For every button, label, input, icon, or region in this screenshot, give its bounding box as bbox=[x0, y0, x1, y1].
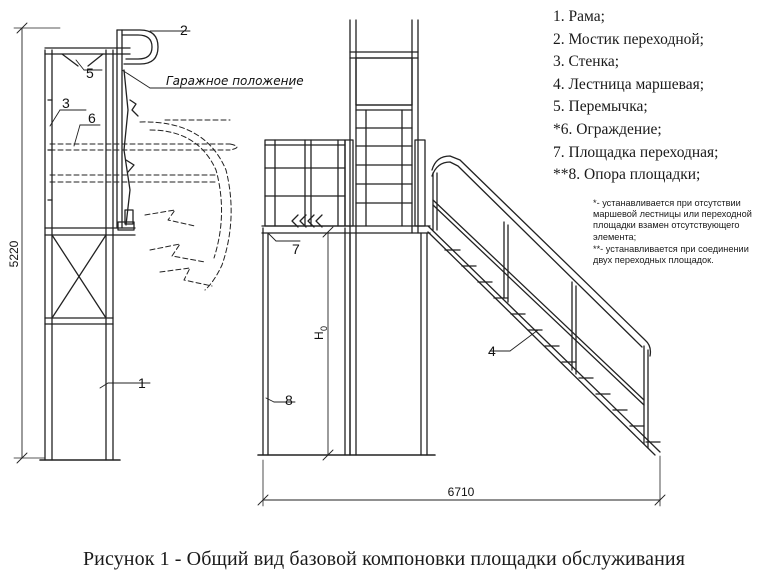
label-4: 4 bbox=[488, 343, 496, 359]
h0-dimension-label: H 0 bbox=[312, 326, 329, 340]
legend-item-stairs: 4. Лестница маршевая; bbox=[553, 75, 705, 93]
legend-item-bridge: 2. Мостик переходной; bbox=[553, 30, 704, 48]
leader-lines bbox=[49, 30, 539, 403]
h0-letter: H bbox=[312, 331, 326, 340]
label-5: 5 bbox=[86, 65, 94, 81]
side-view-frame bbox=[13, 22, 159, 464]
label-8: 8 bbox=[285, 392, 293, 408]
legend: 1. Рама; 2. Мостик переходной; 3. Стенка… bbox=[553, 6, 765, 187]
front-view bbox=[257, 19, 666, 507]
label-1: 1 bbox=[138, 375, 146, 391]
footnote-1: *- устанавливается при отсутствии маршев… bbox=[593, 198, 752, 242]
footnote-2: **- устанавливается при соединении двух … bbox=[593, 243, 749, 266]
width-dimension-label: 6710 bbox=[448, 485, 475, 499]
label-2: 2 bbox=[180, 22, 188, 38]
legend-item-crossbar: 5. Перемычка; bbox=[553, 98, 648, 116]
legend-item-wall: 3. Стенка; bbox=[553, 53, 620, 71]
label-7: 7 bbox=[292, 241, 300, 257]
label-6: 6 bbox=[88, 110, 96, 126]
footnotes: *- устанавливается при отсутствии маршев… bbox=[593, 198, 765, 266]
label-3: 3 bbox=[62, 95, 70, 111]
figure-caption: Рисунок 1 - Общий вид базовой компоновки… bbox=[82, 548, 686, 570]
garage-position-dashed bbox=[49, 119, 238, 291]
legend-item-support: **8. Опора площадки; bbox=[553, 166, 701, 184]
garage-position-label: Гаражное положение bbox=[166, 74, 304, 88]
legend-item-fence: *6. Ограждение; bbox=[553, 120, 662, 138]
h0-subscript: 0 bbox=[319, 326, 329, 331]
legend-item-frame: 1. Рама; bbox=[553, 8, 605, 25]
height-dimension-label: 5220 bbox=[7, 240, 21, 267]
legend-item-platform: 7. Площадка переходная; bbox=[553, 143, 719, 161]
